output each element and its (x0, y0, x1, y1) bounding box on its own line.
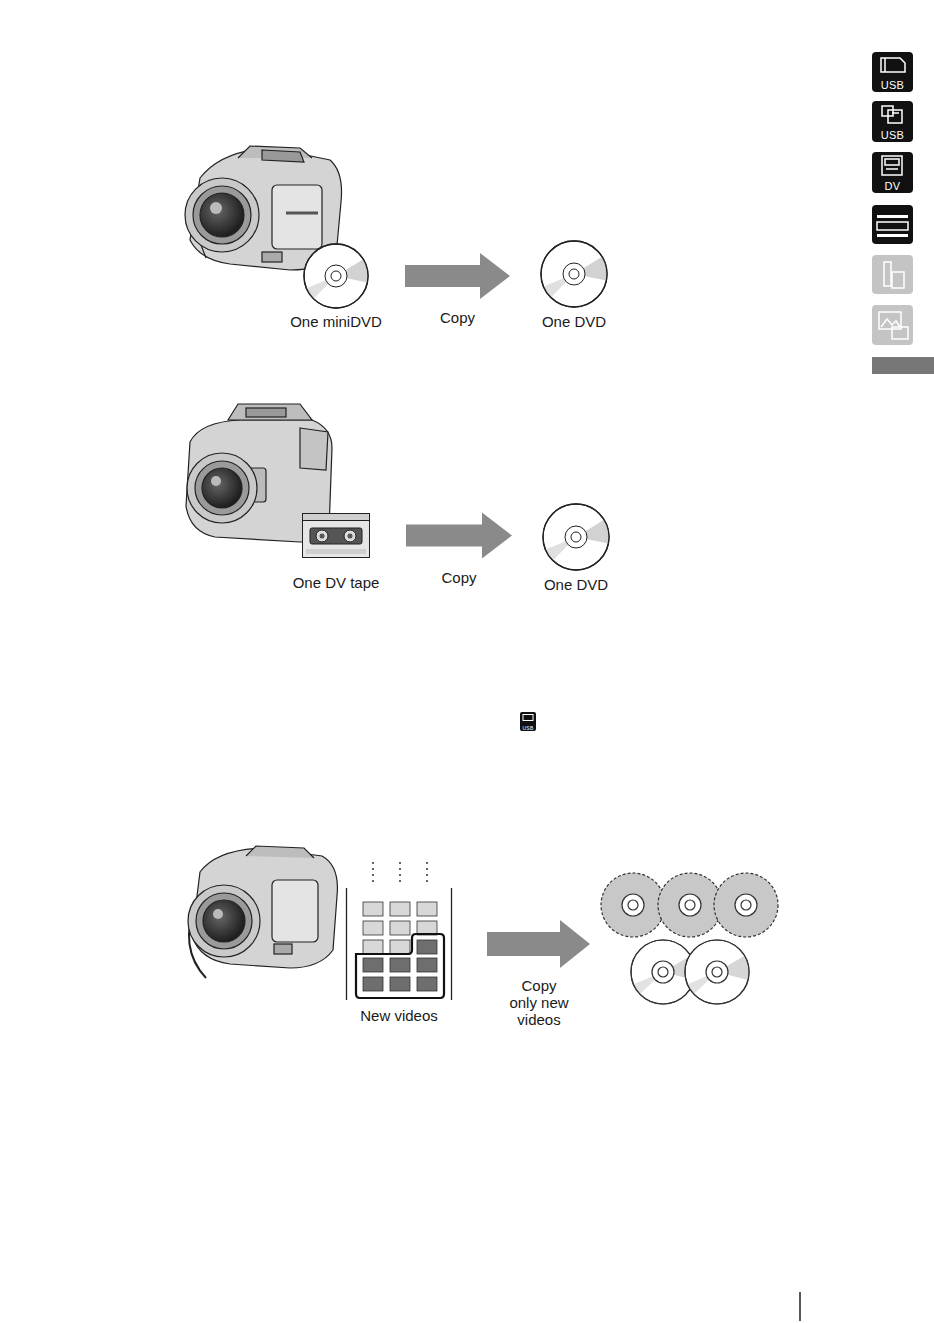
copy-arrow (405, 253, 510, 299)
hdd-camcorder (188, 846, 337, 978)
usb-tab-icon: USB (872, 52, 913, 92)
media-label: One DVD (544, 576, 608, 593)
dvd-disc: One DVD (540, 240, 608, 308)
arrow-label: Copy (439, 569, 478, 586)
copy-arrow (406, 513, 512, 559)
icon-label: USB (520, 725, 536, 731)
arrow-label: Copy only new videos (506, 977, 573, 1028)
dvd-pile (601, 873, 778, 1004)
icon-label: DV (872, 180, 913, 192)
minidvd-disc: One miniDVD (303, 243, 369, 309)
media-label: New videos (360, 1007, 438, 1024)
copy-arrow (487, 920, 590, 968)
dvd-disc-outline (542, 503, 610, 571)
dvd-disc: One DVD (542, 503, 610, 571)
usb-tab-icon: USB (872, 101, 913, 142)
inline-usb-icon: USB (520, 712, 536, 731)
arrow-label: Copy (438, 309, 477, 326)
minidvd-disc-outline (303, 243, 369, 309)
grid-continuation-dots (373, 862, 427, 884)
icon-label: USB (872, 79, 913, 91)
icon-label: USB (872, 129, 913, 141)
page-number-rule (799, 1292, 801, 1321)
video-grid-outline (346, 888, 452, 1000)
dv-tab-icon: DV (872, 152, 913, 193)
video-grid: New videos (346, 888, 452, 1000)
media-label: One DVD (542, 313, 606, 330)
side-tabs (872, 205, 934, 374)
media-label: One miniDVD (290, 313, 382, 330)
dvd-disc-outline (540, 240, 608, 308)
dv-tape: One DV tape (302, 513, 370, 558)
media-label: One DV tape (293, 574, 380, 591)
dv-tape-outline (302, 513, 370, 558)
